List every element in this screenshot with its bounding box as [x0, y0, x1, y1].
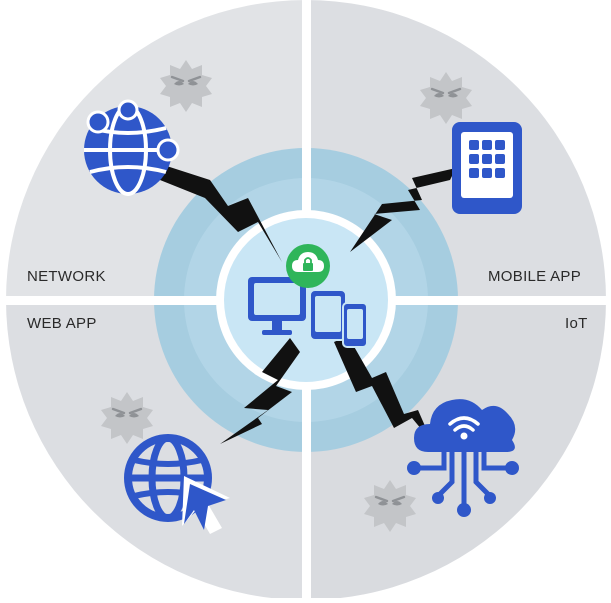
cursor-icon [184, 484, 226, 530]
lightning-bolt-icon [334, 336, 432, 442]
lightning-bolt-icon [148, 160, 282, 262]
quadrant-label-network: NETWORK [27, 268, 106, 285]
cloud-wifi-circuit-icon [407, 399, 519, 517]
devices-icon [248, 277, 368, 348]
keypad-tablet-icon [452, 122, 522, 214]
quadrant-label-iot: IoT [565, 315, 588, 332]
quadrant-label-mobile-app: MOBILE APP [488, 268, 582, 285]
globe-network-icon [84, 99, 180, 196]
cloud-lock-icon [286, 244, 330, 288]
quadrant-label-web-app: WEB APP [27, 315, 97, 332]
lightning-bolt-icon [350, 168, 456, 252]
lightning-bolt-icon [220, 338, 300, 444]
globe-cursor-icon [124, 434, 230, 534]
